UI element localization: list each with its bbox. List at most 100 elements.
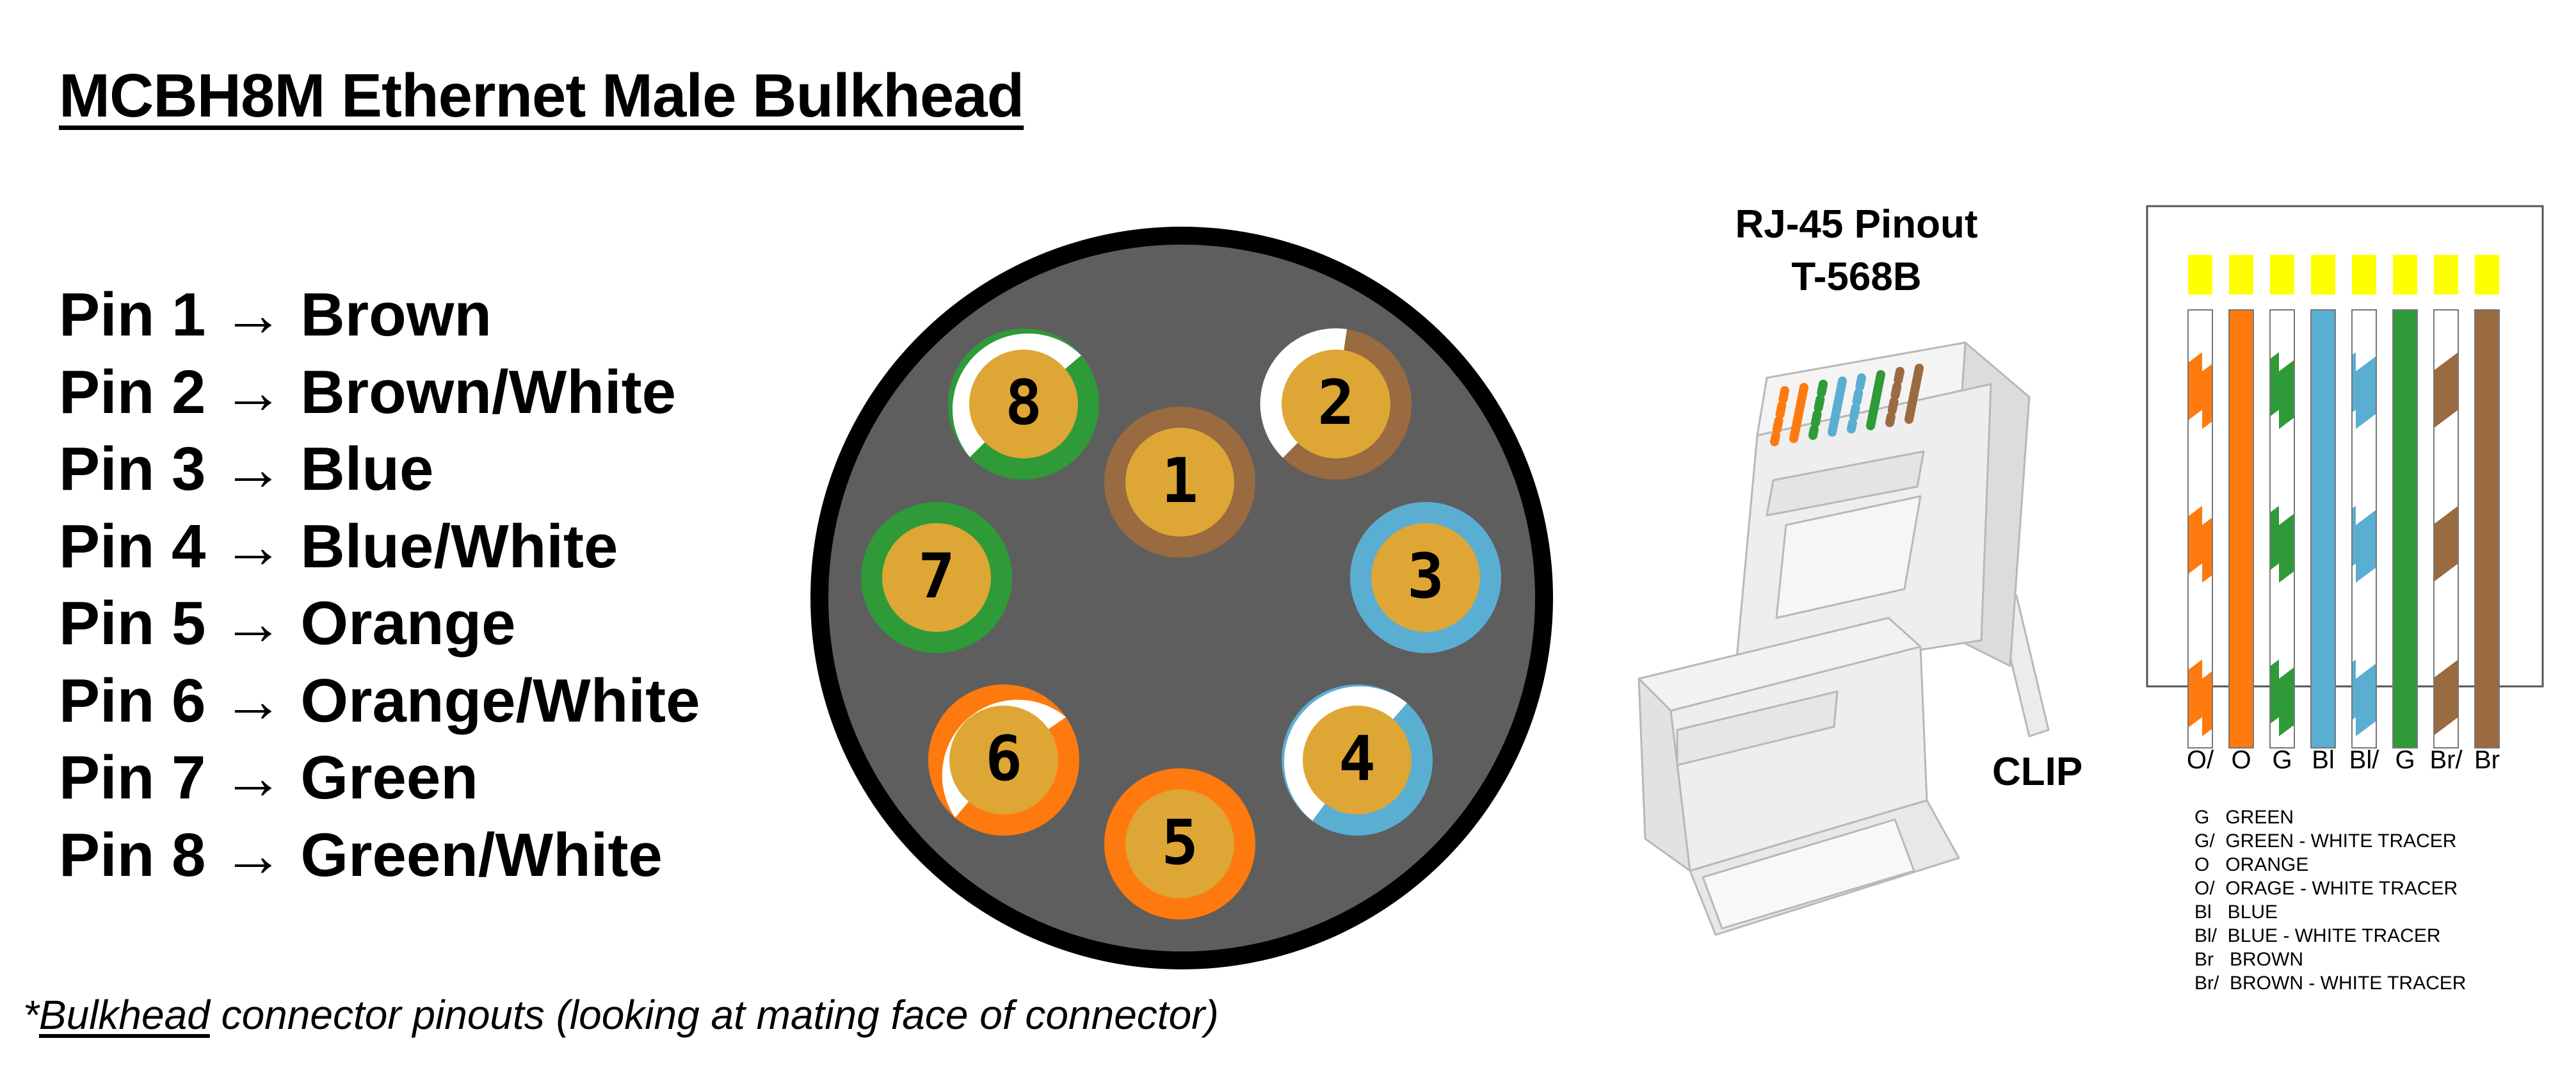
pinout-row: Pin 7→Green (59, 740, 700, 817)
color-code-legend: G GREEN G/ GREEN - WHITE TRACER O ORANGE… (2194, 805, 2466, 995)
arrow-icon: → (222, 820, 284, 889)
contact-7 (2434, 255, 2458, 295)
pinout-list: Pin 1→Brown Pin 2→Brown/White Pin 3→Blue… (59, 277, 700, 894)
footnote-asterisk: * (23, 992, 39, 1038)
arrow-icon: → (222, 280, 284, 349)
pin-2-number: 2 (1317, 367, 1355, 439)
pinout-row: Pin 6→Orange/White (59, 663, 700, 740)
rj45-title-line-2: T-568B (1791, 255, 1922, 299)
legend-item: Br/ BROWN - WHITE TRACER (2194, 973, 2467, 994)
legend-item: Bl BLUE (2194, 902, 2278, 923)
contact-4 (2311, 255, 2335, 295)
pin-5-number: 5 (1161, 807, 1198, 878)
pinout-row: Pin 4→Blue/White (59, 508, 700, 586)
arrow-icon: → (222, 357, 284, 426)
pin-color: Orange (300, 589, 516, 658)
arrow-icon: → (222, 435, 284, 503)
pin-4-contact (1303, 706, 1412, 814)
pin-7-number: 7 (918, 540, 955, 612)
rj45-window-recess (1775, 495, 1922, 619)
wire-7-brown-white (2433, 309, 2459, 748)
rj45-wire-1 (1770, 386, 1789, 446)
wire-code: Bl/ (2349, 746, 2379, 774)
wire-6-green (2392, 309, 2418, 748)
wire-code: G (2395, 746, 2415, 774)
legend-item: O/ ORAGE - WHITE TRACER (2194, 878, 2458, 899)
page-title: MCBH8M Ethernet Male Bulkhead (59, 61, 1024, 130)
pin-1-number: 1 (1161, 445, 1198, 517)
pin-color: Blue (300, 435, 434, 503)
wire-2-orange (2228, 309, 2254, 748)
pin-label: Pin 2 (59, 357, 206, 426)
pin-1-contact (1125, 428, 1234, 537)
legend-item: G GREEN (2194, 807, 2294, 828)
legend-item: Bl/ BLUE - WHITE TRACER (2194, 925, 2441, 946)
rj45-wire-4 (1828, 376, 1847, 437)
wire-code: Br (2474, 746, 2500, 774)
pinout-row: Pin 5→Orange (59, 585, 700, 663)
pin-5-contact (1125, 789, 1234, 898)
arrow-icon: → (222, 666, 284, 735)
wire-code: Bl (2312, 746, 2335, 774)
footnote-text: connector pinouts (looking at mating fac… (209, 992, 1219, 1038)
pin-8-contact (969, 350, 1078, 458)
pin-8-number: 8 (1005, 367, 1042, 439)
pin-color: Orange/White (300, 666, 700, 735)
wire-4-blue (2310, 309, 2336, 748)
pin-color: Brown/White (300, 357, 676, 426)
wire-code: O (2231, 746, 2251, 774)
pin-label: Pin 6 (59, 666, 206, 735)
pinout-row: Pin 2→Brown/White (59, 354, 700, 432)
wire-5-blue-white (2351, 309, 2377, 748)
wire-1-orange-white (2187, 309, 2213, 748)
contact-1 (2188, 255, 2212, 295)
pin-2-contact (1282, 350, 1390, 458)
pin-3-contact (1371, 523, 1480, 632)
pin-color: Blue/White (300, 512, 618, 581)
footnote: *Bulkhead connector pinouts (looking at … (23, 991, 1219, 1039)
pin-4-number: 4 (1339, 723, 1376, 795)
rj45-window (1766, 450, 1925, 517)
arrow-icon: → (222, 589, 284, 658)
pin-color: Green (300, 743, 478, 812)
arrow-icon: → (222, 512, 284, 581)
wire-code: Br/ (2429, 746, 2463, 774)
rj45-wire-2 (1789, 383, 1808, 443)
contact-5 (2352, 255, 2376, 295)
legend-item: G/ GREEN - WHITE TRACER (2194, 830, 2457, 852)
legend-item: Br BROWN (2194, 949, 2303, 970)
contact-2 (2229, 255, 2253, 295)
pin-color: Brown (300, 280, 492, 349)
pin-label: Pin 1 (59, 280, 206, 349)
pin-label: Pin 8 (59, 820, 206, 889)
pinout-row: Pin 8→Green/White (59, 817, 700, 894)
pin-3-number: 3 (1407, 540, 1444, 612)
wire-3-green-white (2269, 309, 2295, 748)
pin-label: Pin 5 (59, 589, 206, 658)
contact-3 (2270, 255, 2294, 295)
rj45-wire-3 (1808, 380, 1828, 440)
pin-7-contact (882, 523, 991, 632)
wire-8-brown (2474, 309, 2500, 748)
rj45-wire-5 (1847, 373, 1866, 433)
rj45-boot-slot (1676, 690, 1839, 766)
rj45-wire-7 (1885, 367, 1904, 427)
pin-label: Pin 4 (59, 512, 206, 581)
legend-item: O ORANGE (2194, 854, 2309, 875)
wire-code: O/ (2186, 746, 2214, 774)
pinout-row: Pin 1→Brown (59, 277, 700, 354)
contact-8 (2475, 255, 2499, 295)
arrow-icon: → (222, 743, 284, 812)
pin-6-contact (949, 706, 1058, 814)
clip-label: CLIP (1992, 750, 2083, 794)
pinout-row: Pin 3→Blue (59, 431, 700, 508)
rj45-title: RJ-45 Pinout T-568B (1696, 198, 2017, 303)
rj45-wire-8 (1904, 364, 1924, 424)
contact-6 (2393, 255, 2417, 295)
rj45-wire-6 (1866, 370, 1885, 430)
pin-label: Pin 3 (59, 435, 206, 503)
pin-label: Pin 7 (59, 743, 206, 812)
